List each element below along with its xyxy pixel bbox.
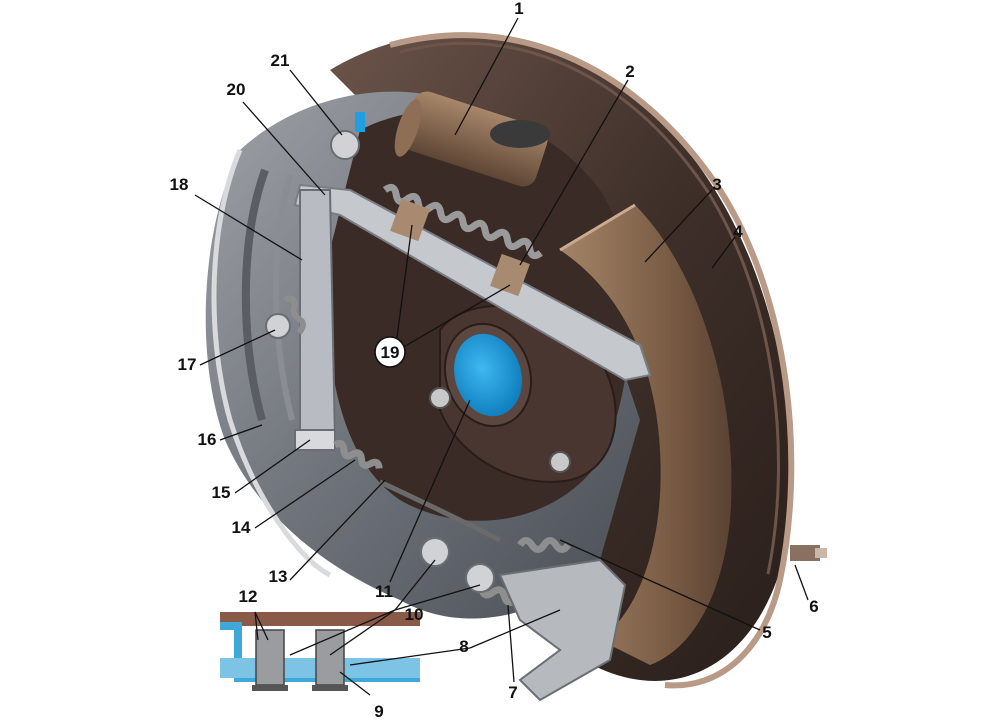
- callout-15: 15: [212, 483, 231, 502]
- callout-1: 1: [514, 0, 523, 18]
- callout-13: 13: [269, 567, 288, 586]
- callout-3: 3: [712, 175, 721, 194]
- callout-18: 18: [170, 175, 189, 194]
- callout-19-circle: 19: [374, 336, 406, 368]
- callout-16: 16: [198, 430, 217, 449]
- hub-blue-center: [454, 333, 522, 417]
- parking-brake-lever: [299, 189, 337, 447]
- adjuster-bolt: [330, 130, 360, 160]
- lower-spring-left: [333, 439, 383, 469]
- wheel-cylinder: [394, 91, 550, 187]
- bleeder-fitting: [790, 545, 827, 561]
- lever-clip: [294, 429, 336, 451]
- callout-6: 6: [809, 597, 818, 616]
- callout-17: 17: [178, 355, 197, 374]
- callout-7: 7: [508, 683, 517, 702]
- leader-lines: [194, 17, 809, 696]
- callout-5: 5: [762, 623, 771, 642]
- lower-spring-right: [517, 537, 571, 553]
- callout-10: 10: [405, 605, 424, 624]
- callout-19: 19: [381, 343, 400, 362]
- callout-12: 12: [239, 587, 258, 606]
- callout-labels: 1 2 3 4 5 6 7 8 9 10 11 12 13 14 15 16 1…: [170, 0, 819, 721]
- callout-20: 20: [227, 80, 246, 99]
- callout-9: 9: [374, 702, 383, 721]
- callout-21: 21: [271, 51, 290, 70]
- brake-shoe-lining: [559, 203, 732, 665]
- inset-cross-section: [220, 612, 420, 691]
- callout-11: 11: [375, 582, 393, 601]
- shoe-hold-down-pin: [265, 313, 291, 339]
- callout-4: 4: [733, 222, 743, 241]
- lower-shoe-plate: [498, 558, 627, 702]
- callout-2: 2: [625, 62, 634, 81]
- parking-cable: [378, 479, 502, 543]
- callout-14: 14: [232, 518, 251, 537]
- callout-8: 8: [459, 637, 468, 656]
- upper-return-spring: [382, 183, 543, 260]
